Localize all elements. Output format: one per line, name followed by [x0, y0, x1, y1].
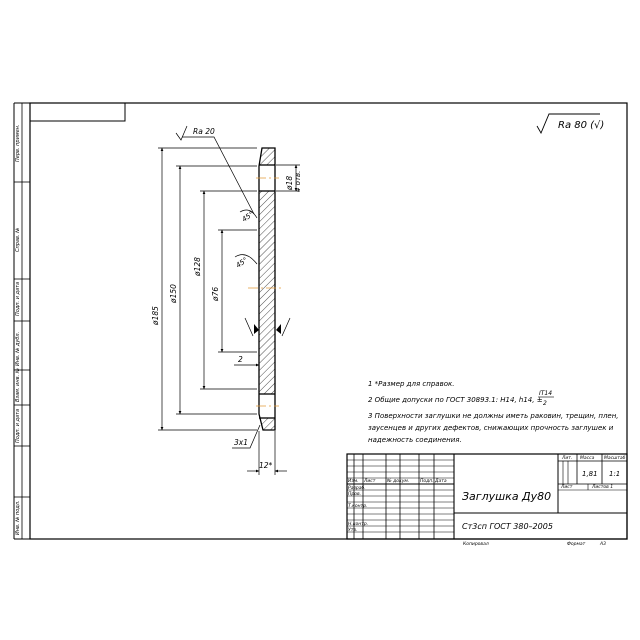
general-roughness: Ra 80 (√): [536, 113, 604, 135]
leader-chamfer-bottom: [232, 424, 261, 449]
note-3-line-2: заусенцев и других дефектов, снижающих п…: [368, 424, 614, 432]
stamp-label-orig-no: Инв. № подл.: [15, 501, 21, 536]
dim-text-76: ø76: [211, 287, 220, 302]
stamp-label-ref-no: Справ. №: [15, 228, 21, 252]
rev-label-sheet: Лист: [363, 478, 376, 484]
scale-value: 1:1: [609, 470, 620, 478]
dim-text-18: ø18: [285, 176, 294, 191]
copied-label: Копировал: [463, 541, 489, 547]
rev-label-doc-no: № докум.: [386, 478, 409, 484]
role-approved: Утв.: [348, 527, 357, 533]
mass-value: 1,81: [582, 470, 598, 478]
title-block: [346, 453, 628, 540]
note-3-line-3: надежность соединения.: [368, 436, 462, 444]
part-section: [248, 147, 282, 431]
sheets-label: Листов 1: [591, 484, 613, 490]
part-name: Заглушка Ду80: [462, 490, 551, 503]
role-norm-control: Н.контр.: [348, 521, 368, 527]
note-1: 1 *Размер для справок.: [368, 380, 454, 388]
note-2: 2 Общие допуски по ГОСТ 30893.1: H14, h1…: [368, 396, 543, 404]
stamp-label-first-use: Перв. примен.: [15, 124, 21, 162]
dim-text-150: ø150: [169, 284, 178, 304]
role-tech-control: Т.контр.: [348, 503, 368, 509]
sheet-label: Лист: [560, 484, 573, 490]
format-label: Формат: [567, 541, 586, 547]
title-block-values: Заглушка Ду80 Ст3сп ГОСТ 380–2005 1,81 1…: [462, 470, 620, 531]
tolerance-numerator: IT14: [539, 390, 552, 397]
flange-body: [259, 148, 275, 430]
title-block-labels: Изм. Лист № докум. Подп. Дата Разраб. Пр…: [348, 455, 626, 547]
technical-notes: 1 *Размер для справок. 2 Общие допуски п…: [368, 380, 619, 444]
datum-triangle-right: [276, 324, 281, 334]
role-developer: Разраб.: [348, 485, 366, 491]
dimension-lines: [158, 125, 300, 475]
col-mass-label: Масса: [580, 455, 595, 461]
role-checker: Пров.: [348, 491, 361, 497]
format-value: А3: [599, 541, 606, 547]
roughness-symbol: [536, 113, 600, 135]
rev-label-sign: Подп.: [420, 478, 434, 484]
general-roughness-label: Ra 80 (√): [558, 120, 604, 131]
bolt-hole-upper: [259, 165, 275, 191]
side-stamp-labels: Перв. примен. Справ. № Подп. и дата Инв.…: [15, 124, 21, 535]
rev-label-date: Дата: [434, 478, 447, 484]
stamp-label-dup-no: Инв. № дубл.: [15, 332, 21, 366]
face-roughness-symbol: [175, 125, 188, 141]
stamp-label-replace-no: Взам. инв. №: [15, 368, 21, 402]
rev-label-change: Изм.: [348, 478, 359, 484]
dimension-texts: Ra 20 ø185 ø150 ø128 ø76 ø18 4 отв. 45° …: [151, 127, 302, 470]
tolerance-denominator: 2: [543, 400, 547, 407]
datum-marks: [244, 317, 291, 337]
dim-text-chamfer-bottom: 3х1: [234, 438, 248, 447]
stamp-label-sign-date-1: Подп. и дата: [15, 282, 21, 316]
bolt-hole-lower: [259, 394, 275, 418]
dim-text-128: ø128: [193, 257, 202, 277]
datum-triangle-left: [254, 324, 259, 334]
col-scale-label: Масштаб: [604, 455, 626, 461]
note-3-line-1: 3 Поверхности заглушки не должны иметь р…: [368, 412, 619, 420]
stamp-label-sign-date-2: Подп. и дата: [15, 409, 21, 443]
angle-arc-1: [239, 209, 258, 219]
section-outline: [258, 147, 276, 431]
dim-text-chamfer: 2: [238, 355, 243, 364]
sheet-frame: [13, 102, 628, 540]
face-roughness-label: Ra 20: [193, 127, 215, 136]
dim-text-thickness: 12*: [259, 461, 273, 470]
dim-text-holes: 4 отв.: [294, 171, 302, 192]
leader-face-roughness: [182, 136, 255, 215]
col-lit-label: Лит.: [561, 455, 572, 461]
dim-text-185: ø185: [151, 306, 160, 326]
side-stamp: [14, 103, 30, 539]
material: Ст3сп ГОСТ 380–2005: [462, 522, 553, 531]
angle-arc-2: [234, 254, 258, 265]
dim-text-angle2: 45°: [235, 256, 250, 270]
